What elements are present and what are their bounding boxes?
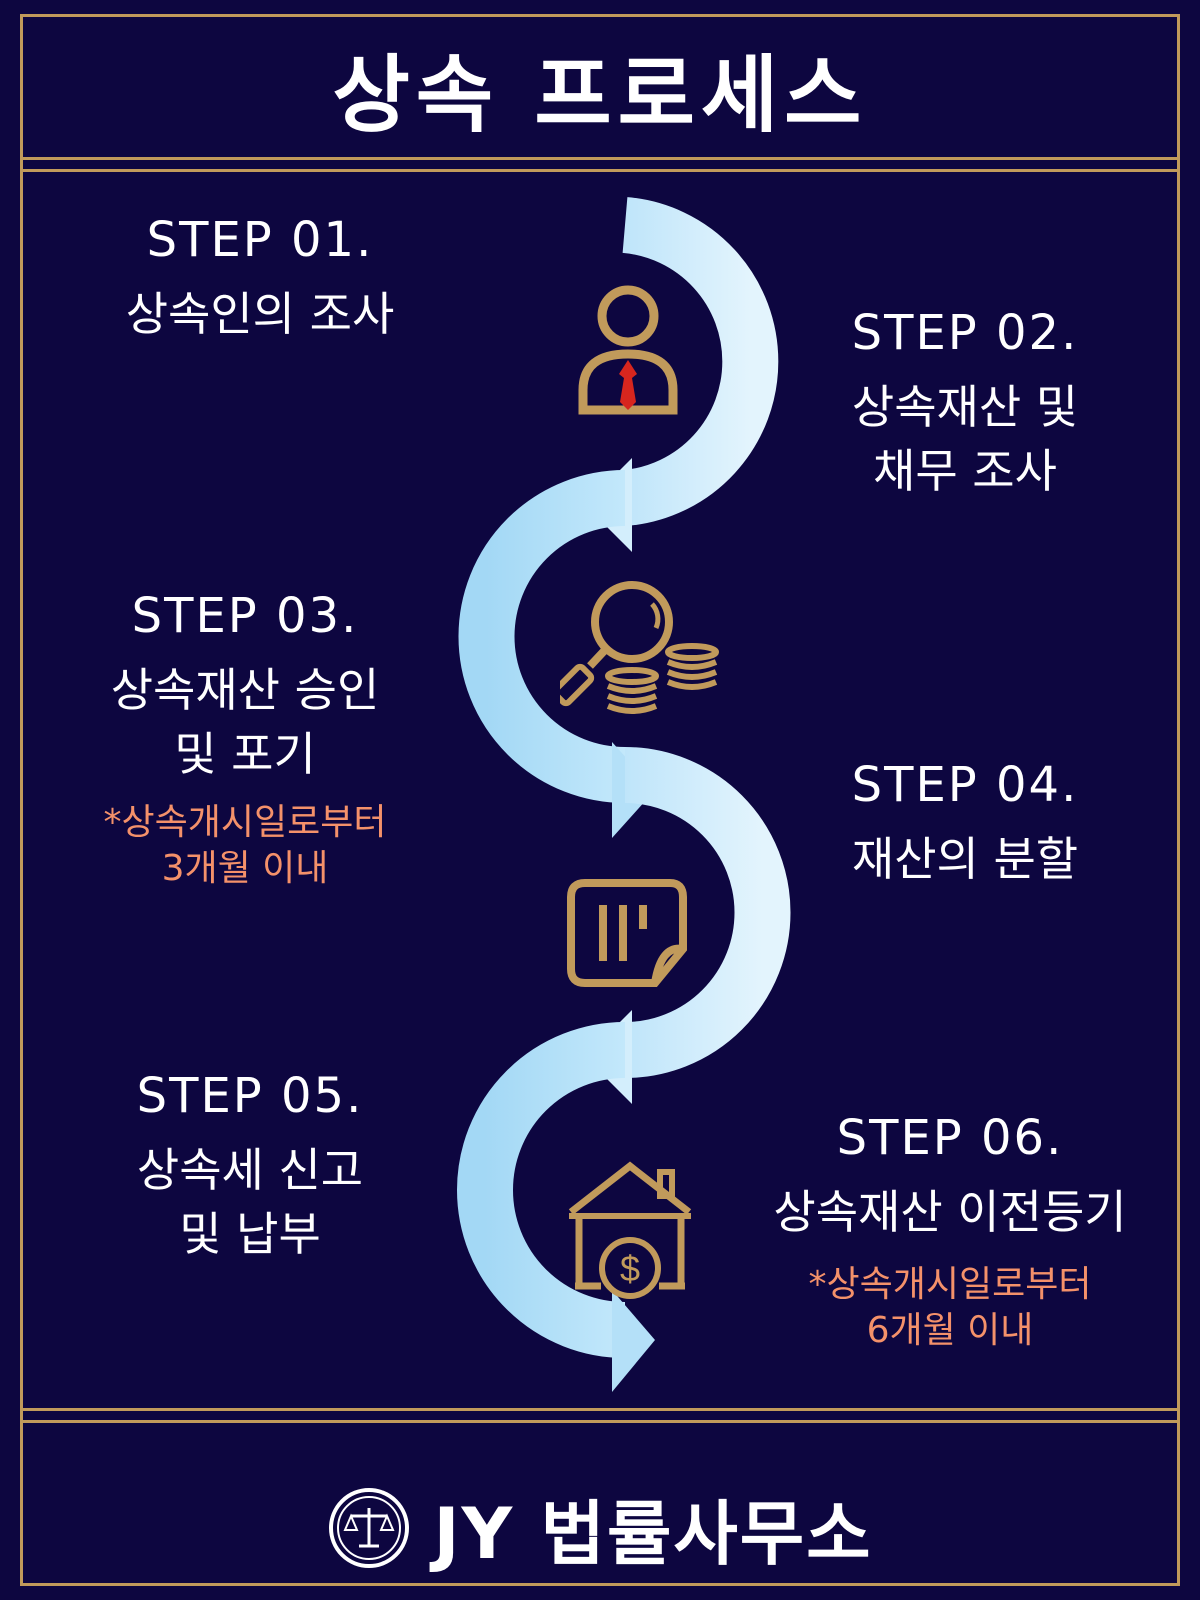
step-04-desc: 재산의 분할 xyxy=(851,832,1079,886)
step-03-note-line1: *상속개시일로부터 xyxy=(103,802,387,843)
step-05-desc-line1: 상속세 신고 xyxy=(136,1143,364,1197)
step-03-label: STEP 03. xyxy=(131,588,359,644)
frame-left-line xyxy=(20,14,23,1586)
step-01-label: STEP 01. xyxy=(146,212,374,268)
step-02: STEP 02. 상속재산 및 채무 조사 xyxy=(745,305,1185,503)
frame-footer-line-1 xyxy=(22,1408,1178,1411)
footer-brand: JY 법률사무소 xyxy=(433,1492,873,1575)
arrow-segment-1 xyxy=(621,197,779,526)
step-02-desc-line2: 채무 조사 xyxy=(873,444,1057,498)
arrow-segment-4 xyxy=(457,1022,626,1358)
step-03-desc-line2: 및 포기 xyxy=(174,727,316,781)
step-03-note-line2: 3개월 이내 xyxy=(161,848,329,889)
step-03: STEP 03. 상속재산 승인 및 포기 *상속개시일로부터 3개월 이내 xyxy=(20,588,470,892)
frame-footer-line-2 xyxy=(22,1420,1178,1423)
step-05-label: STEP 05. xyxy=(136,1068,364,1124)
house-dollar-icon: $ xyxy=(568,1161,692,1299)
step-05: STEP 05. 상속세 신고 및 납부 xyxy=(30,1068,470,1266)
arrow-head-4 xyxy=(612,1290,655,1392)
step-01-desc: 상속인의 조사 xyxy=(125,287,395,341)
magnifier-coins-icon xyxy=(560,581,719,714)
frame-bottom-line xyxy=(22,1583,1178,1586)
frame-header-line-1 xyxy=(22,157,1178,160)
step-06-note-line2: 6개월 이내 xyxy=(866,1310,1034,1351)
arrow-segment-2 xyxy=(458,470,626,803)
footer: JY 법률사무소 xyxy=(0,1478,1200,1578)
step-02-desc-line1: 상속재산 및 xyxy=(851,380,1079,434)
frame-top-line xyxy=(22,14,1178,17)
step-04-label: STEP 04. xyxy=(851,757,1079,813)
frame-right-line xyxy=(1177,14,1180,1586)
step-06-note-line1: *상속개시일로부터 xyxy=(808,1264,1092,1305)
step-05-desc-line2: 및 납부 xyxy=(179,1207,321,1261)
scales-of-justice-icon xyxy=(329,1488,410,1568)
arrow-segment-3 xyxy=(624,747,791,1078)
svg-text:$: $ xyxy=(620,1248,640,1289)
step-06: STEP 06. 상속재산 이전등기 *상속개시일로부터 6개월 이내 xyxy=(720,1110,1180,1354)
step-06-desc: 상속재산 이전등기 xyxy=(773,1185,1127,1239)
step-02-label: STEP 02. xyxy=(851,305,1079,361)
step-06-label: STEP 06. xyxy=(836,1110,1064,1166)
step-01: STEP 01. 상속인의 조사 xyxy=(40,212,480,346)
document-icon xyxy=(567,879,687,987)
page-title: 상속 프로세스 xyxy=(332,46,868,144)
step-04: STEP 04. 재산의 분할 xyxy=(745,757,1185,891)
step-03-desc-line1: 상속재산 승인 xyxy=(110,663,380,717)
frame-header-line-2 xyxy=(22,169,1178,172)
person-icon xyxy=(578,285,678,415)
